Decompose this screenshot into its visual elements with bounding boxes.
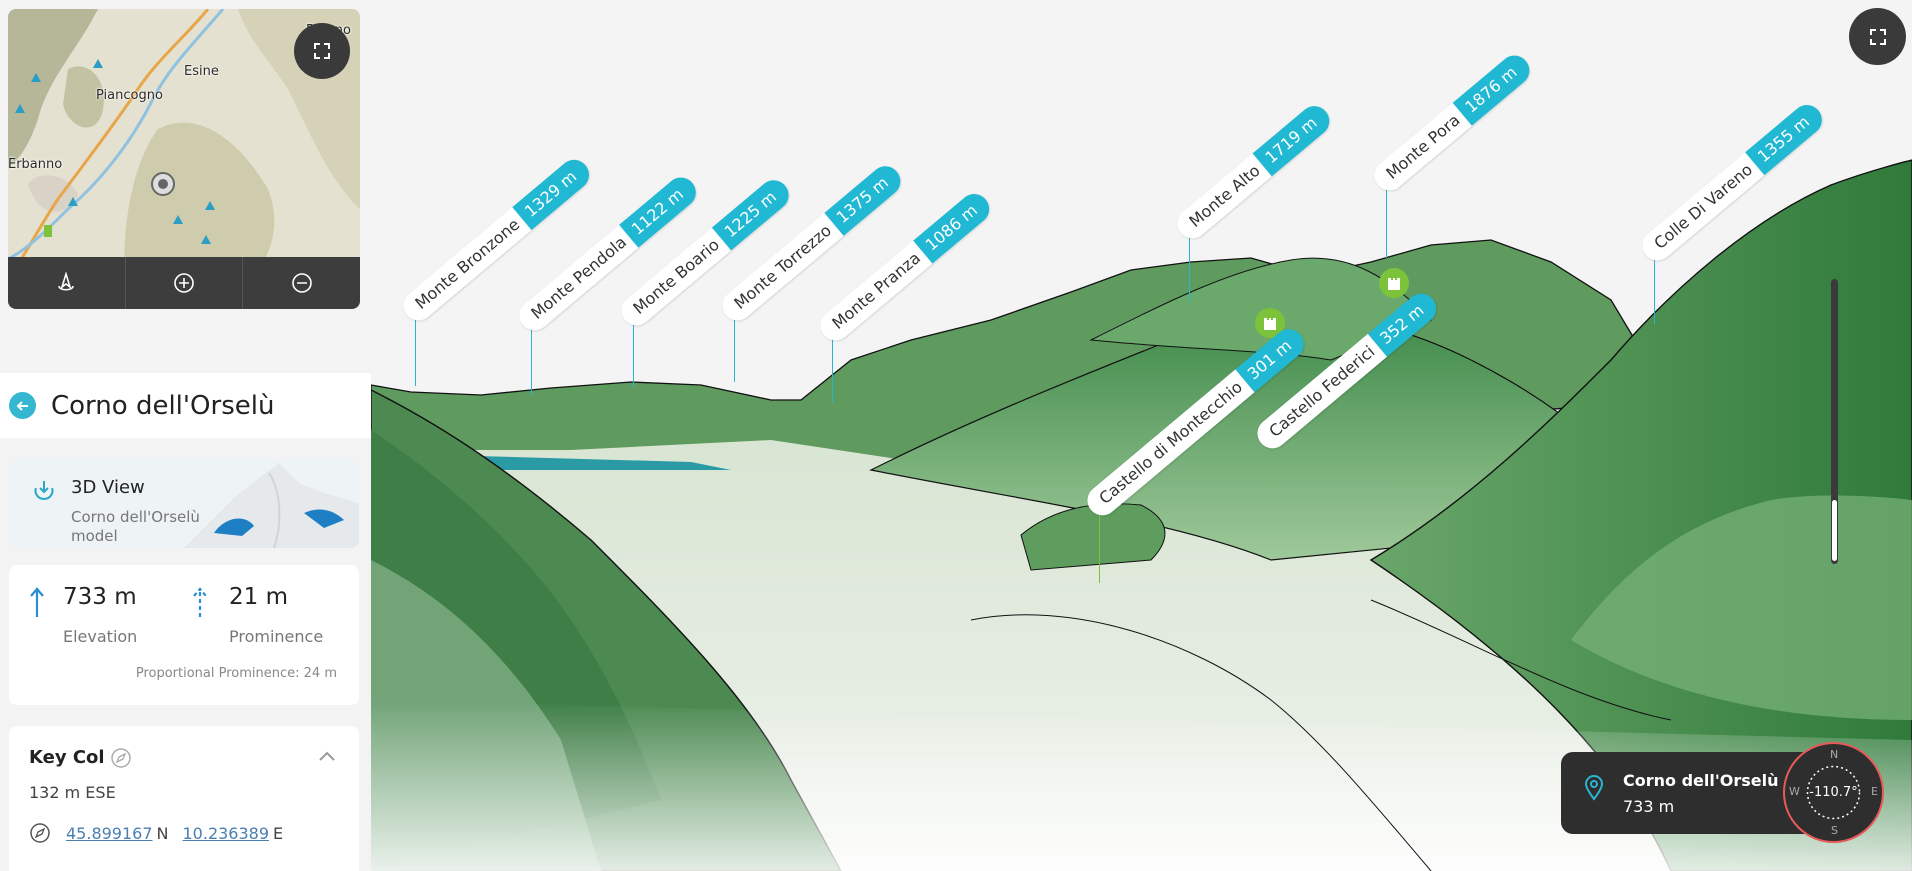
castle-icon	[1388, 278, 1400, 290]
label-stem	[1189, 228, 1190, 302]
elevation-card: 733 m Elevation 21 m Prominence Proporti…	[9, 565, 359, 705]
zoom-in-icon	[174, 273, 194, 293]
prominence-label: Prominence	[229, 627, 324, 646]
expand-icon	[1869, 28, 1886, 45]
elevation-label: Elevation	[63, 627, 138, 646]
orientation-button[interactable]	[8, 257, 126, 309]
page-title: Corno dell'Orselù	[51, 390, 275, 421]
selected-peak-info[interactable]: Corno dell'Orselù 733 m	[1561, 752, 1821, 834]
label-stem	[1386, 180, 1387, 258]
fullscreen-button[interactable]	[1849, 8, 1906, 65]
latitude-dir: N	[156, 823, 169, 843]
zoom-out-icon	[291, 273, 312, 293]
compass-ring-icon	[1806, 765, 1861, 820]
label-stem	[415, 310, 416, 386]
longitude-link[interactable]: 10.236389	[182, 823, 270, 843]
arrow-left-icon	[16, 400, 28, 411]
compass-north: N	[1830, 748, 1839, 761]
castle-marker[interactable]	[1379, 268, 1409, 298]
map-place-label: Piancogno	[96, 88, 163, 103]
elevation-value: 733 m	[63, 584, 137, 610]
location-pin-icon	[1584, 775, 1604, 801]
label-stem	[531, 320, 532, 395]
minimap[interactable]: Bienno Esine Piancogno Erbanno	[8, 9, 360, 309]
longitude-dir: E	[273, 823, 284, 843]
expand-icon	[314, 43, 330, 59]
label-stem	[832, 330, 833, 402]
map-place-label: Erbanno	[8, 157, 63, 172]
peak-header: Corno dell'Orselù	[0, 373, 371, 438]
3d-terrain-view[interactable]: Monte Bronzone 1329 m Monte Pendola 1122…	[371, 0, 1912, 871]
compass-rose-icon	[58, 272, 75, 291]
terrain-render	[371, 159, 1912, 871]
3d-view-card[interactable]: 3D View Corno dell'Orselù model	[9, 458, 359, 548]
zoom-out-button[interactable]	[243, 257, 360, 309]
key-col-card: Key Col 132 m ESE 45.899167 N 10.236389 …	[9, 726, 359, 871]
minimap-expand-button[interactable]	[294, 23, 350, 79]
key-col-distance: 132 m ESE	[29, 783, 116, 802]
key-col-coordinates: 45.899167 N 10.236389 E	[29, 822, 283, 844]
zoom-slider-fill	[1832, 500, 1837, 561]
3d-view-subtitle: Corno dell'Orselù model	[71, 508, 200, 545]
prominence-arrow-icon	[193, 587, 207, 617]
compass-widget[interactable]: N E S W -110.7°	[1783, 742, 1884, 843]
compass-west: W	[1789, 785, 1800, 798]
compass-south: S	[1831, 824, 1838, 837]
3d-view-title: 3D View	[71, 477, 145, 498]
3d-rotate-icon	[34, 481, 54, 501]
chevron-up-icon[interactable]	[318, 750, 336, 762]
latitude-link[interactable]: 45.899167	[66, 823, 153, 843]
castle-icon	[1264, 318, 1276, 330]
zoom-slider[interactable]	[1831, 279, 1838, 564]
compass-angle: -110.7°	[1809, 785, 1858, 800]
sidebar: Bienno Esine Piancogno Erbanno	[0, 0, 371, 871]
proportional-prominence: Proportional Prominence: 24 m	[135, 666, 337, 681]
selected-peak-elevation: 733 m	[1623, 797, 1675, 816]
compass-icon[interactable]	[110, 747, 132, 769]
label-stem	[734, 310, 735, 382]
compass-east: E	[1871, 785, 1878, 798]
map-place-label: Esine	[184, 64, 219, 79]
compass-icon	[30, 823, 50, 843]
prominence-value: 21 m	[229, 584, 288, 610]
back-button[interactable]	[9, 392, 36, 419]
mountain-preview-image	[184, 463, 359, 548]
label-stem	[1654, 250, 1655, 324]
zoom-in-button[interactable]	[126, 257, 244, 309]
minimap-toolbar	[8, 257, 360, 309]
elevation-arrow-icon	[30, 587, 44, 617]
label-stem	[633, 315, 634, 387]
key-col-title: Key Col	[29, 747, 105, 768]
label-stem	[1099, 505, 1100, 583]
selected-peak-name: Corno dell'Orselù	[1623, 771, 1779, 790]
